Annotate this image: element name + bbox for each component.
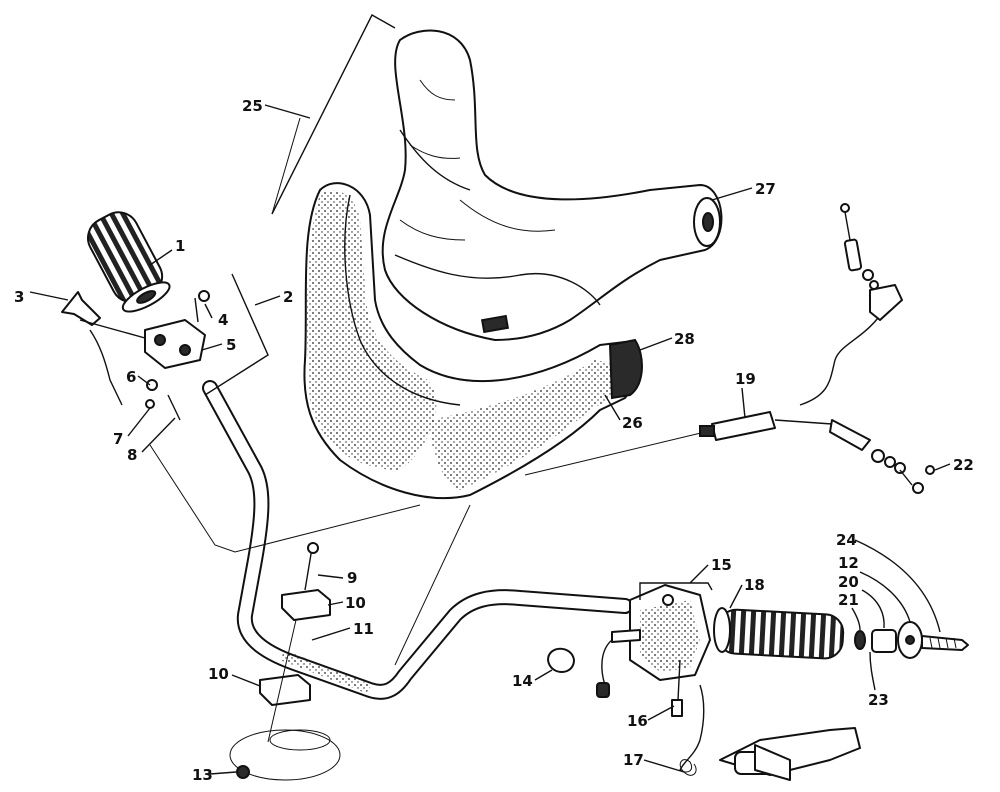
handlebar-clamps [229,542,341,781]
callout-1: 1 [175,237,185,255]
leader-22 [934,463,951,471]
callout-7: 7 [113,430,123,448]
bar-end-parts [854,621,969,659]
right-grip [713,607,845,660]
leader-15-bracket [639,582,713,600]
handlebar-pad [303,29,723,499]
leader-14 [534,669,553,681]
callout-10-upper: 10 [345,594,366,612]
callout-19: 19 [735,370,756,388]
callout-9: 9 [347,569,357,587]
leader-2 [254,295,281,306]
callout-28: 28 [674,330,695,348]
leader-25-bracket [271,14,396,215]
callout-26: 26 [622,414,643,432]
right-switch-housing [547,584,861,781]
callout-25: 25 [242,97,263,115]
leader-12 [859,571,911,623]
leader-6 [137,375,151,386]
leader-28 [639,337,673,351]
leader-27 [711,187,753,201]
leader-13 [209,771,237,775]
callout-12: 12 [838,554,859,572]
leader-17 [643,759,685,773]
leader-16 [647,705,675,721]
callout-8: 8 [127,446,137,464]
leader-10-lower [231,674,261,687]
callout-18: 18 [744,576,765,594]
callout-10-lower: 10 [208,665,229,683]
callout-3: 3 [14,288,24,306]
callout-14: 14 [512,672,533,690]
leader-9 [317,574,344,579]
callout-17: 17 [623,751,644,769]
callout-labels: 1 2 3 4 5 6 7 8 9 10 10 11 12 13 14 15 1… [14,97,974,784]
callout-5: 5 [226,336,236,354]
callout-27: 27 [755,180,776,198]
leader-18 [729,584,743,609]
left-grip [87,211,171,313]
callout-6: 6 [126,368,136,386]
leader-20 [861,589,885,629]
callout-20: 20 [838,573,859,591]
leader-19 [741,387,746,419]
leader-15 [689,564,709,584]
callout-21: 21 [838,591,859,609]
leader-26 [604,394,621,421]
leader-4 [204,303,213,319]
callout-22: 22 [953,456,974,474]
callout-15: 15 [711,556,732,574]
leader-25 [264,104,311,119]
leader-2-bracket [204,273,269,396]
callout-2: 2 [283,288,293,306]
leader-24 [854,539,941,633]
throttle-cable-assembly [699,203,935,494]
leader-10-upper [327,601,344,606]
leader-11 [311,627,351,641]
leader-7 [127,407,151,437]
left-control-housing [61,290,210,421]
callout-24: 24 [836,531,857,549]
leader-3 [29,291,69,301]
leader-23 [869,651,876,691]
callout-16: 16 [627,712,648,730]
leader-5 [201,343,223,351]
callout-4: 4 [218,311,228,329]
leader-21 [851,607,861,631]
callout-13: 13 [192,766,213,784]
leader-1 [149,249,173,266]
callout-11: 11 [353,620,374,638]
leader-8 [141,417,176,453]
callout-23: 23 [868,691,889,709]
